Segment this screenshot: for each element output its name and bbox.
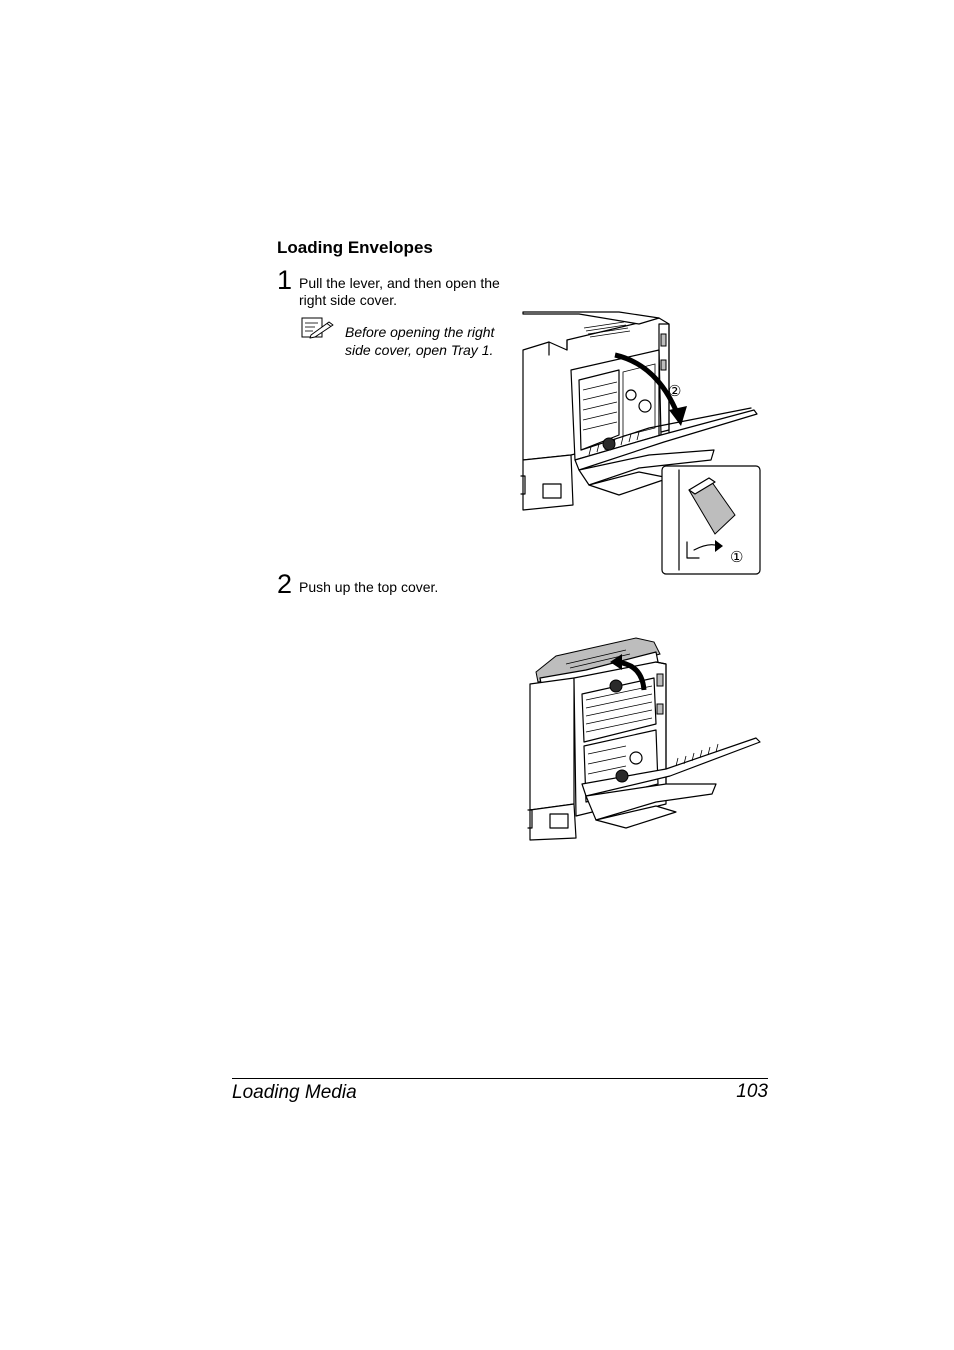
footer-title: Loading Media <box>232 1082 357 1103</box>
step-2-text: Push up the top cover. <box>299 579 439 595</box>
note-pencil-icon <box>301 317 334 339</box>
footer-rule <box>232 1078 768 1079</box>
callout-1: ① <box>730 549 744 566</box>
step-2-number: 2 <box>277 569 293 599</box>
step-1-text-line1: Pull the lever, and then open the <box>299 275 500 291</box>
figure-open-right-cover <box>520 311 761 575</box>
step-1-number: 1 <box>277 265 293 295</box>
note-text-line1: Before opening the right <box>345 324 495 340</box>
figure-push-top-cover <box>527 637 761 841</box>
note-text-line2: side cover, open Tray 1. <box>345 342 494 358</box>
top-vent <box>583 321 631 338</box>
note-text: Before opening the right side cover, ope… <box>345 323 494 359</box>
page-number: 103 <box>736 1081 768 1102</box>
cover-rollers-2 <box>675 743 719 767</box>
section-title: Loading Envelopes <box>277 238 433 257</box>
step-1-text-line2: right side cover. <box>299 292 398 308</box>
callout-2: ② <box>668 383 682 400</box>
step-1-text: Pull the lever, and then open the right … <box>299 275 500 309</box>
